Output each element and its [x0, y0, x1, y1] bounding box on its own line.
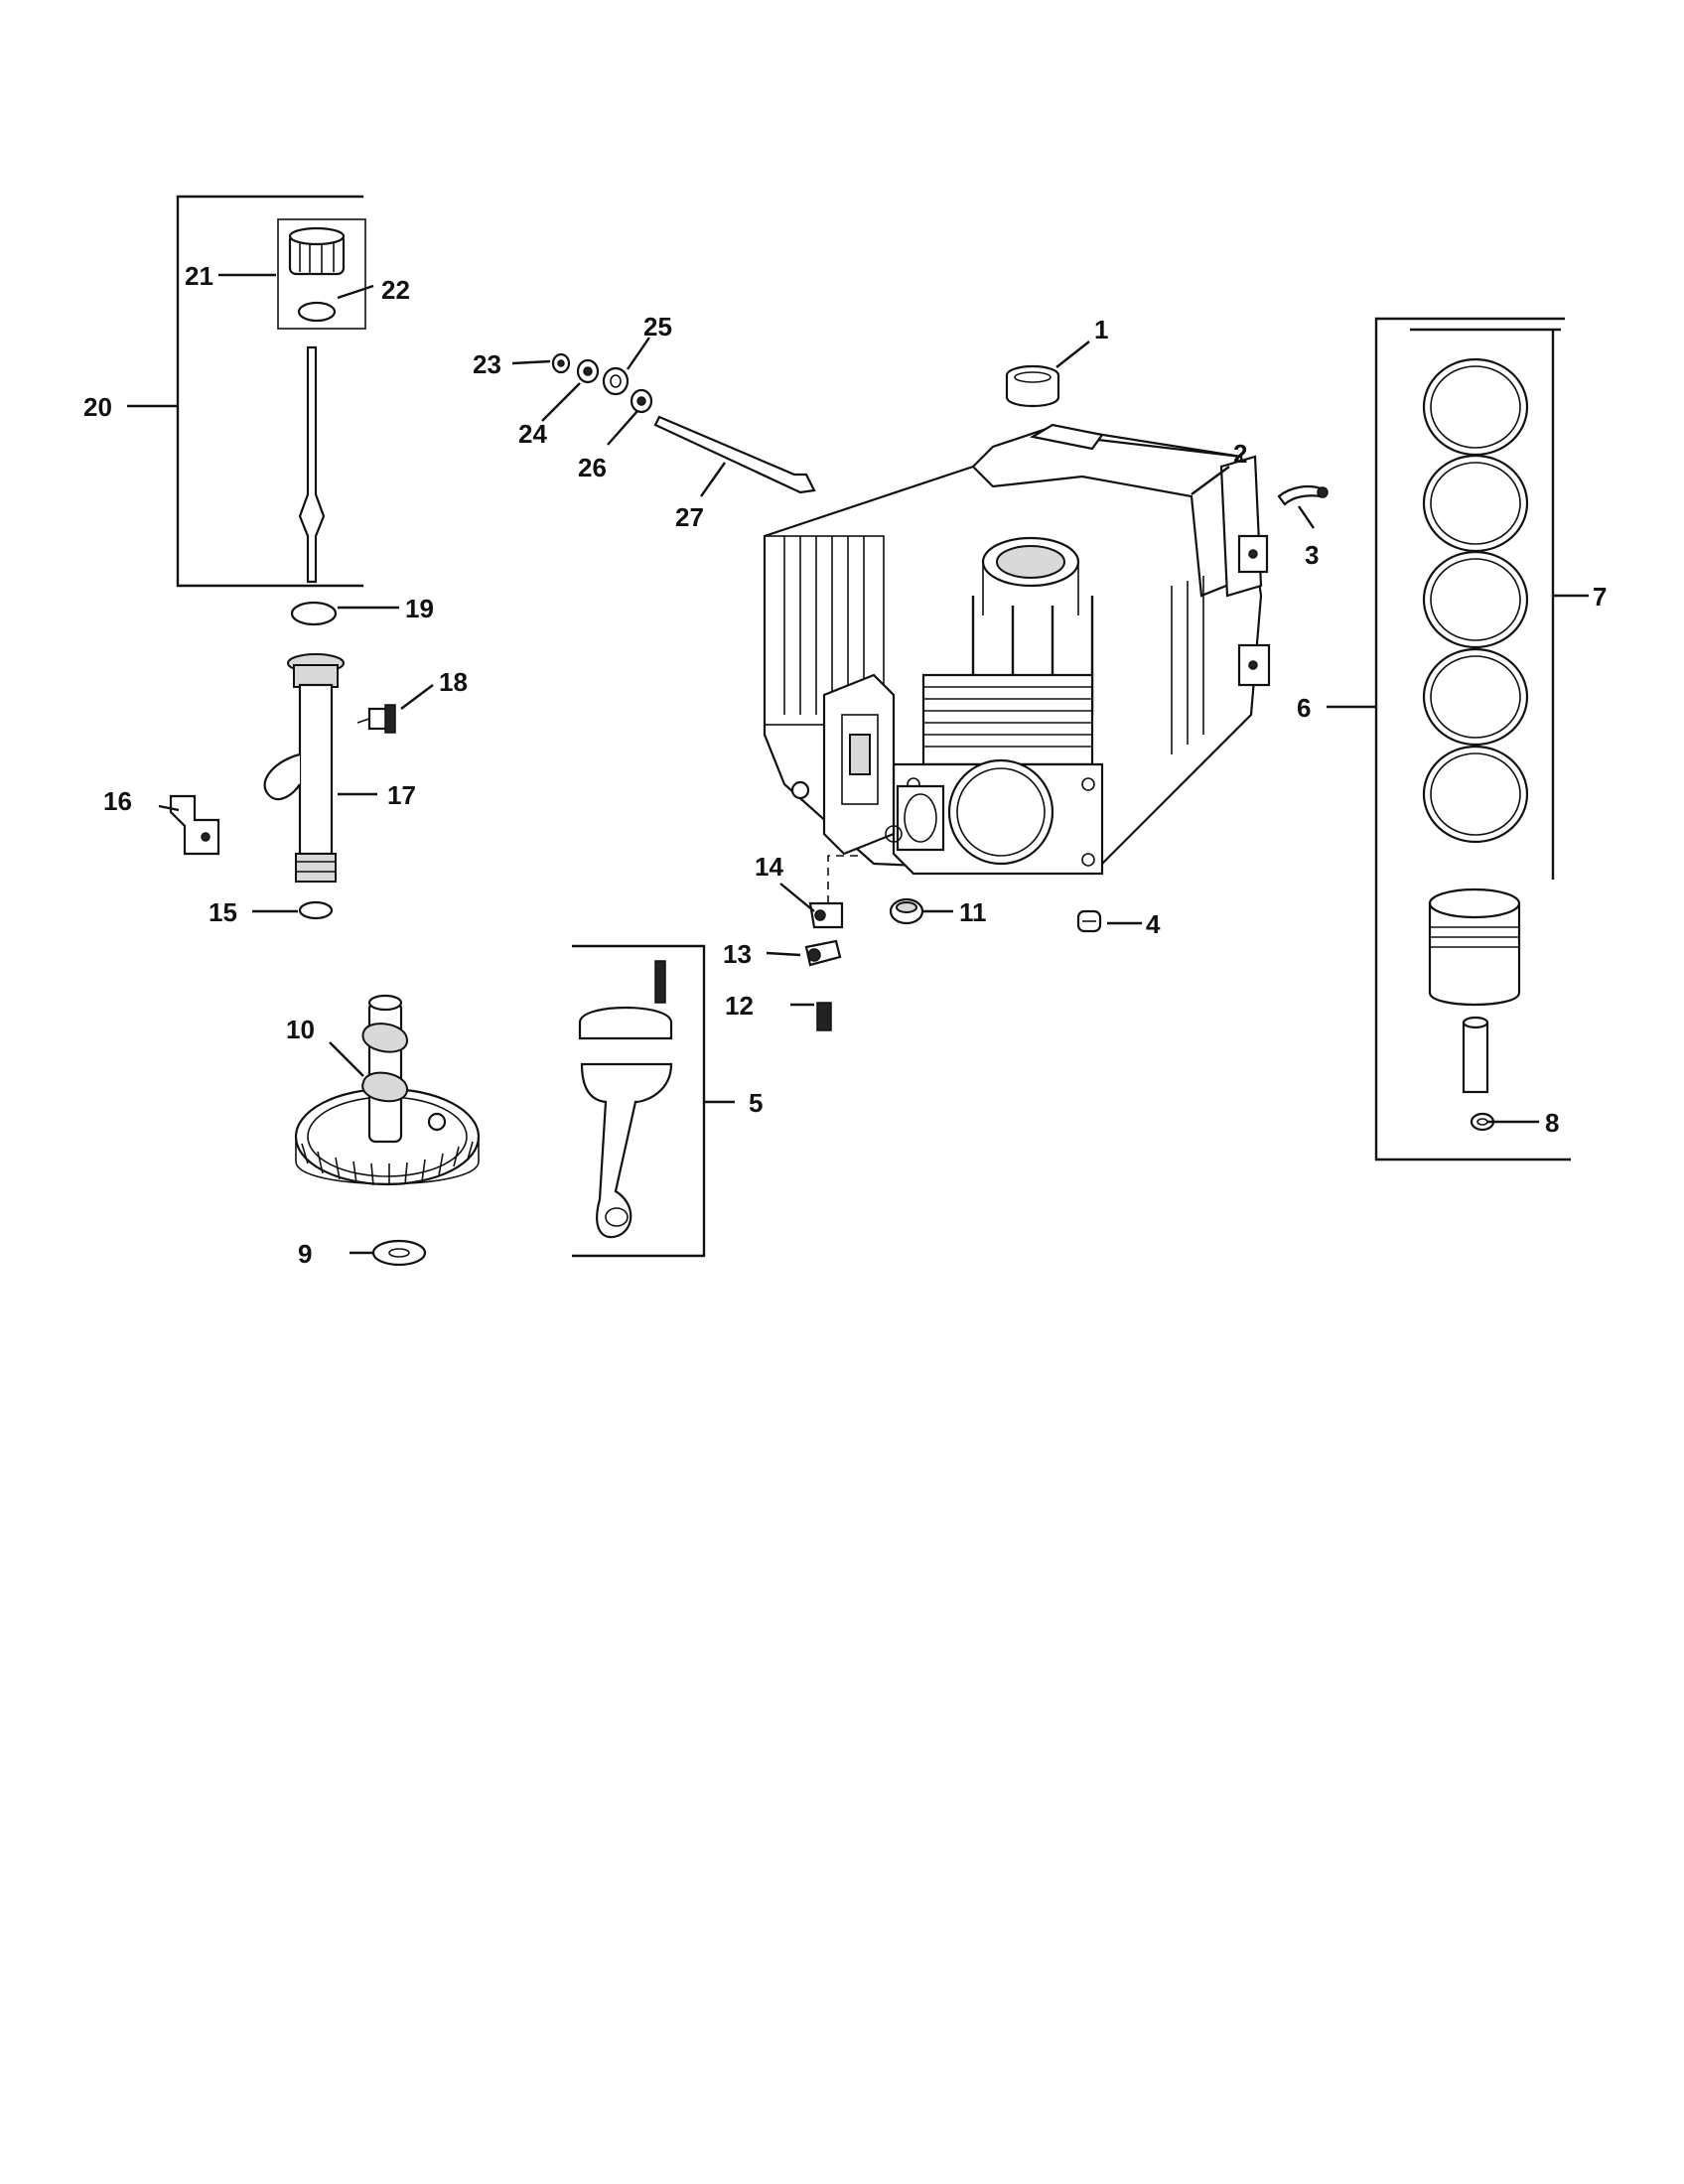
tube-bracket-part [169, 794, 220, 856]
washer-25-part [602, 366, 630, 396]
callout-25: 25 [643, 312, 672, 341]
camshaft-part [294, 994, 481, 1186]
washer-24-part [576, 358, 600, 384]
callout-9: 9 [298, 1239, 312, 1269]
callout-6: 6 [1297, 693, 1311, 723]
callout-26: 26 [578, 453, 607, 482]
callout-7: 7 [1593, 582, 1607, 612]
callout-12: 12 [725, 991, 754, 1021]
tube-screw-part [356, 704, 396, 734]
piston-ring-3-part [1422, 550, 1529, 649]
callout-16: 16 [103, 786, 132, 816]
callout-18: 18 [439, 667, 468, 697]
callout-4: 4 [1146, 909, 1161, 939]
tube-bottom-o-ring-part [298, 900, 334, 920]
crankcase-part [763, 423, 1271, 876]
seal-part [1005, 364, 1060, 407]
plug-4-part [1076, 909, 1102, 933]
piston-group-bracket [1327, 317, 1571, 1161]
callout-15: 15 [209, 897, 237, 927]
callout-3: 3 [1305, 540, 1319, 570]
camshaft-washer-part [371, 1239, 427, 1267]
callout-19: 19 [405, 594, 434, 623]
leader-lines [158, 273, 1539, 1255]
connecting-rod-part [578, 960, 673, 1239]
plug-11-part [889, 897, 924, 925]
piston-ring-2-part [1422, 454, 1529, 553]
callout-21: 21 [185, 261, 213, 291]
callout-24: 24 [518, 419, 547, 449]
hose-part [1277, 485, 1329, 506]
piston-ring-5-part [1422, 745, 1529, 844]
callout-20: 20 [83, 392, 112, 422]
dipstick-cap-box [277, 218, 366, 330]
callout-17: 17 [387, 780, 416, 810]
breather-tube-part [653, 415, 816, 494]
piston-part [1428, 887, 1521, 1094]
dipstick-tube-part [263, 653, 345, 883]
dipstick-cap-part [288, 226, 346, 276]
connecting-rod-bracket [572, 944, 735, 1258]
dipstick-group-bracket [127, 195, 363, 588]
piston-ring-1-part [1422, 357, 1529, 457]
callout-13: 13 [723, 939, 752, 969]
tube-o-ring-part [290, 601, 338, 626]
dipstick-o-ring-part [297, 301, 337, 323]
callout-11: 11 [959, 897, 987, 927]
callout-14: 14 [755, 852, 783, 882]
rod-bolt-part [816, 1002, 832, 1031]
washer-26-part [630, 388, 653, 414]
callout-1: 1 [1094, 315, 1108, 344]
callout-8: 8 [1545, 1108, 1559, 1138]
small-washer-23-part [551, 352, 571, 374]
dipstick-rod-part [298, 345, 326, 584]
callout-27: 27 [675, 502, 704, 532]
callout-5: 5 [749, 1088, 763, 1118]
callout-10: 10 [286, 1015, 315, 1044]
callout-22: 22 [381, 275, 410, 305]
oil-sensor-part [808, 855, 923, 929]
ring-set-bracket [1410, 328, 1589, 880]
callout-2: 2 [1233, 439, 1247, 469]
callout-23: 23 [473, 349, 501, 379]
rod-clip-part [804, 939, 842, 967]
piston-ring-4-part [1422, 647, 1529, 747]
